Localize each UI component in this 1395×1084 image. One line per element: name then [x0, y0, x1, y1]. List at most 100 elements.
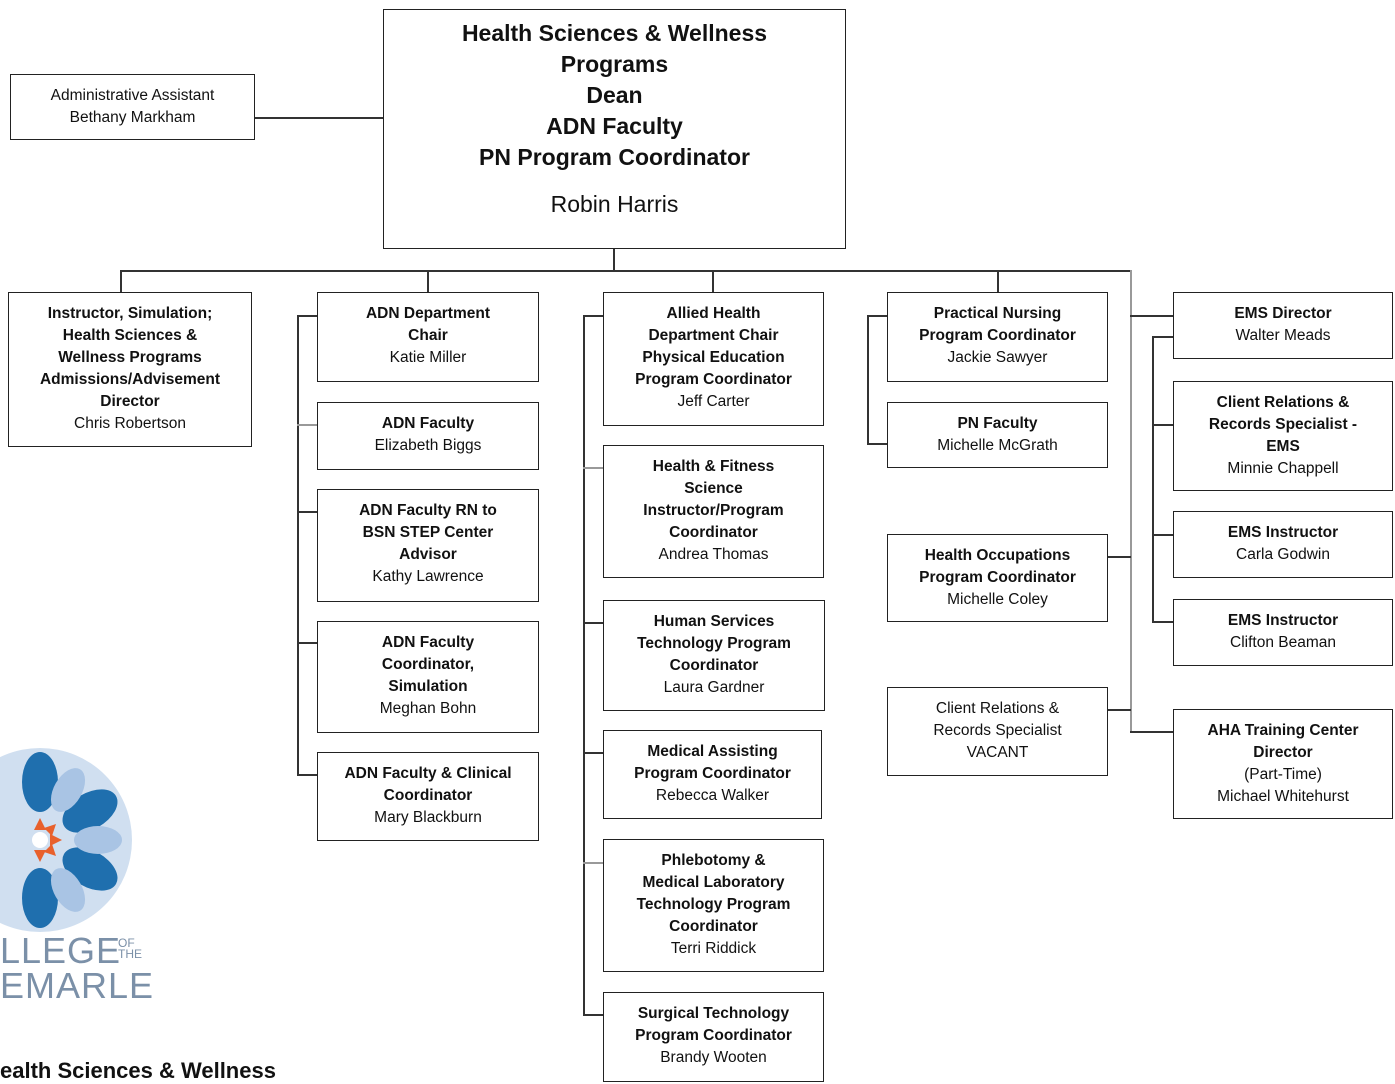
col2-name-0: Katie Miller [389, 349, 467, 366]
logo-text-line2: EMARLE [0, 965, 155, 1006]
col2-title-4: ADN Faculty & Clinical Coordinator [344, 765, 512, 804]
col5-box-3: EMS Instructor Clifton Beaman [1173, 599, 1393, 666]
tick-col3-6 [583, 1014, 603, 1016]
col5-name-4: Michael Whitehurst [1217, 788, 1349, 805]
col1-name: Chris Robertson [74, 415, 186, 432]
tick-col2-2 [297, 424, 317, 426]
col3-name-4: Terri Riddick [670, 940, 757, 957]
col4-title-1: PN Faculty [957, 415, 1038, 432]
tick-ems-1 [1152, 424, 1173, 426]
col5-name-1: Minnie Chappell [1227, 460, 1339, 477]
col3-box-5: Surgical Technology Program Coordinator … [603, 992, 824, 1082]
logo-text-of-the: OF THE [118, 936, 142, 961]
col2-title-3: ADN Faculty Coordinator, Simulation [381, 634, 475, 695]
dean-box: Health Sciences & Wellness Programs Dean… [383, 9, 846, 249]
tick-col3-5 [583, 862, 603, 864]
col5-title-4: AHA Training Center Director [1207, 722, 1359, 761]
col4-title-3: Client Relations & Records Specialist [933, 700, 1062, 739]
spine-col2 [297, 315, 299, 775]
tick-col3-2 [583, 467, 603, 469]
connector-top-down [613, 248, 615, 270]
tick-col2-3 [297, 511, 317, 513]
tick-ems-3 [1152, 621, 1173, 623]
col4-box-0: Practical Nursing Program Coordinator Ja… [887, 292, 1108, 382]
tick-ems-director [1130, 315, 1173, 317]
col3-title-0: Allied Health Department Chair Physical … [635, 305, 792, 388]
col4-box-3: Client Relations & Records Specialist VA… [887, 687, 1108, 776]
col3-title-3: Medical Assisting Program Coordinator [634, 743, 791, 782]
col5-name-2: Carla Godwin [1236, 546, 1330, 563]
col2-box-1: ADN Faculty Elizabeth Biggs [317, 402, 539, 470]
col2-box-3: ADN Faculty Coordinator, Simulation Megh… [317, 621, 539, 733]
col5-title-2: EMS Instructor [1227, 524, 1339, 541]
tick-ems-0 [1152, 336, 1173, 338]
col4-name-3: VACANT [966, 744, 1029, 761]
assistant-box: Administrative Assistant Bethany Markham [10, 74, 255, 140]
col3-title-4: Phlebotomy & Medical Laboratory Technolo… [636, 852, 791, 935]
col5-title-1: Client Relations & Records Specialist - … [1208, 394, 1358, 455]
col3-box-1: Health & Fitness Science Instructor/Prog… [603, 445, 824, 578]
col3-box-4: Phlebotomy & Medical Laboratory Technolo… [603, 839, 824, 972]
spine-col4 [867, 315, 869, 444]
col4-name-0: Jackie Sawyer [947, 349, 1048, 366]
col5-title-3: EMS Instructor [1227, 612, 1339, 629]
connector-col2 [427, 270, 429, 293]
col4-box-1: PN Faculty Michelle McGrath [887, 402, 1108, 468]
tick-client-rel [1108, 709, 1131, 711]
col3-name-5: Brandy Wooten [660, 1049, 767, 1066]
col5-box-1: Client Relations & Records Specialist - … [1173, 381, 1393, 491]
col5-box-4: AHA Training Center Director (Part-Time)… [1173, 709, 1393, 819]
col2-title-1: ADN Faculty [381, 415, 475, 432]
tick-col2-4 [297, 642, 317, 644]
col3-title-1: Health & Fitness Science Instructor/Prog… [643, 458, 784, 541]
tick-col2-5 [297, 774, 317, 776]
assistant-title: Administrative Assistant [50, 87, 215, 104]
connector-col4 [997, 270, 999, 293]
col2-title-2: ADN Faculty RN to BSN STEP Center Adviso… [359, 502, 497, 563]
college-logo-icon [0, 748, 132, 932]
col5-box-0: EMS Director Walter Meads [1173, 292, 1393, 359]
tick-col3-3 [583, 622, 603, 624]
col3-name-3: Rebecca Walker [655, 787, 770, 804]
col2-name-4: Mary Blackburn [374, 809, 482, 826]
col1-title: Instructor, Simulation; Health Sciences … [39, 305, 221, 410]
col2-box-4: ADN Faculty & Clinical Coordinator Mary … [317, 752, 539, 841]
assistant-name: Bethany Markham [69, 109, 196, 126]
connector-col3 [712, 270, 714, 293]
col2-box-0: ADN Department Chair Katie Miller [317, 292, 539, 382]
col4-box-2: Health Occupations Program Coordinator M… [887, 534, 1108, 622]
tick-health-occ [1108, 556, 1131, 558]
col2-name-2: Kathy Lawrence [372, 568, 484, 585]
col2-name-3: Meghan Bohn [379, 700, 477, 717]
col3-name-1: Andrea Thomas [658, 546, 769, 563]
tick-col3-1 [583, 315, 603, 317]
logo-text-line1: LLEGE [0, 930, 122, 971]
tick-aha [1130, 731, 1173, 733]
col3-title-5: Surgical Technology Program Coordinator [635, 1005, 792, 1044]
tick-col3-4 [583, 752, 603, 754]
col5-title-0: EMS Director [1234, 305, 1332, 322]
col5-box-2: EMS Instructor Carla Godwin [1173, 511, 1393, 578]
col5-name-3: Clifton Beaman [1230, 634, 1336, 651]
col3-title-2: Human Services Technology Program Coordi… [637, 613, 791, 674]
col5-name-0: Walter Meads [1235, 327, 1331, 344]
col5-sub-4: (Part-Time) [1244, 766, 1322, 783]
tick-ems-2 [1152, 534, 1173, 536]
col4-name-1: Michelle McGrath [937, 437, 1058, 454]
dean-title: Health Sciences & Wellness Programs Dean… [461, 20, 768, 170]
col1-box: Instructor, Simulation; Health Sciences … [8, 292, 252, 447]
col2-title-0: ADN Department Chair [365, 305, 490, 344]
col4-name-2: Michelle Coley [947, 591, 1048, 608]
col3-box-3: Medical Assisting Program Coordinator Re… [603, 730, 822, 819]
col3-box-0: Allied Health Department Chair Physical … [603, 292, 824, 426]
spine-ems [1152, 336, 1154, 621]
col4-title-0: Practical Nursing Program Coordinator [919, 305, 1076, 344]
tick-col2-1 [297, 315, 317, 317]
spine-col3 [583, 315, 585, 1015]
col4-title-2: Health Occupations Program Coordinator [919, 547, 1076, 586]
dean-name: Robin Harris [550, 191, 679, 217]
footer-title: ealth Sciences & Wellness [0, 1058, 276, 1083]
col3-name-2: Laura Gardner [663, 679, 765, 696]
col2-name-1: Elizabeth Biggs [374, 437, 482, 454]
connector-assistant [254, 117, 384, 119]
